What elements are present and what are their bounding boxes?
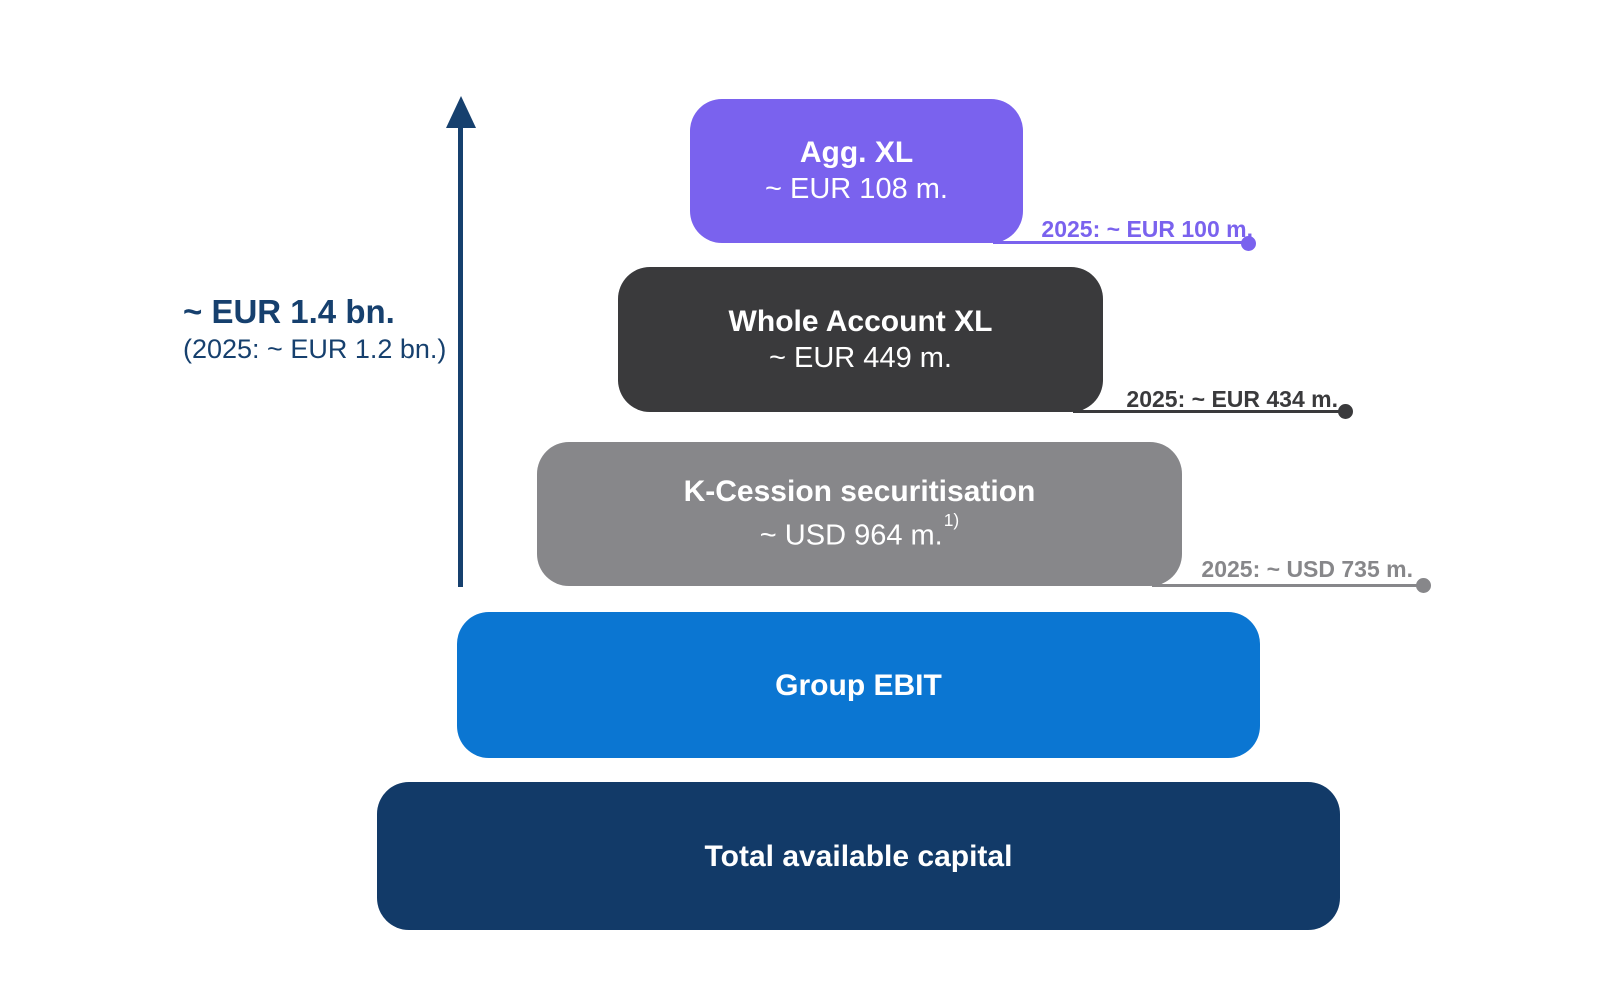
prior-year-callout-label: 2025: ~ EUR 100 m. xyxy=(1041,216,1253,242)
prior-year-callout-dot xyxy=(1241,236,1256,251)
footnote-marker: 1) xyxy=(943,510,960,531)
layer-value-text: ~ USD 964 m. xyxy=(759,519,943,552)
prior-year-callout-label: 2025: ~ EUR 434 m. xyxy=(1126,386,1338,412)
layer-title: Total available capital xyxy=(704,839,1013,873)
prior-year-callout-line xyxy=(1073,410,1347,413)
layer-box-total-available-capital: Total available capital xyxy=(377,782,1340,930)
prior-year-callout-line xyxy=(993,241,1250,244)
up-arrow-icon xyxy=(446,96,476,128)
layer-box-group-ebit: Group EBIT xyxy=(457,612,1260,758)
scale-total-label: ~ EUR 1.4 bn. xyxy=(183,293,395,330)
layer-box-k-cession: K-Cession securitisation ~ USD 964 m.1) xyxy=(537,442,1182,586)
layer-title: Group EBIT xyxy=(775,668,942,702)
layer-title: Agg. XL xyxy=(799,136,914,169)
prior-year-callout-dot xyxy=(1416,578,1431,593)
prior-year-callout-line xyxy=(1152,584,1425,587)
layer-title: Whole Account XL xyxy=(728,304,993,338)
layer-value: ~ USD 964 m.1) xyxy=(760,510,959,555)
prior-year-callout-label: 2025: ~ USD 735 m. xyxy=(1201,556,1413,582)
layer-title: K-Cession securitisation xyxy=(683,475,1036,509)
layer-value: ~ EUR 449 m. xyxy=(769,341,952,374)
layer-box-agg-xl: Agg. XL ~ EUR 108 m. xyxy=(690,99,1023,243)
layer-value: ~ EUR 108 m. xyxy=(765,173,948,205)
layer-box-whole-account-xl: Whole Account XL ~ EUR 449 m. xyxy=(618,267,1103,412)
scale-prior-label: (2025: ~ EUR 1.2 bn.) xyxy=(183,334,447,364)
up-arrow-shaft xyxy=(458,127,463,587)
prior-year-callout-dot xyxy=(1338,404,1353,419)
